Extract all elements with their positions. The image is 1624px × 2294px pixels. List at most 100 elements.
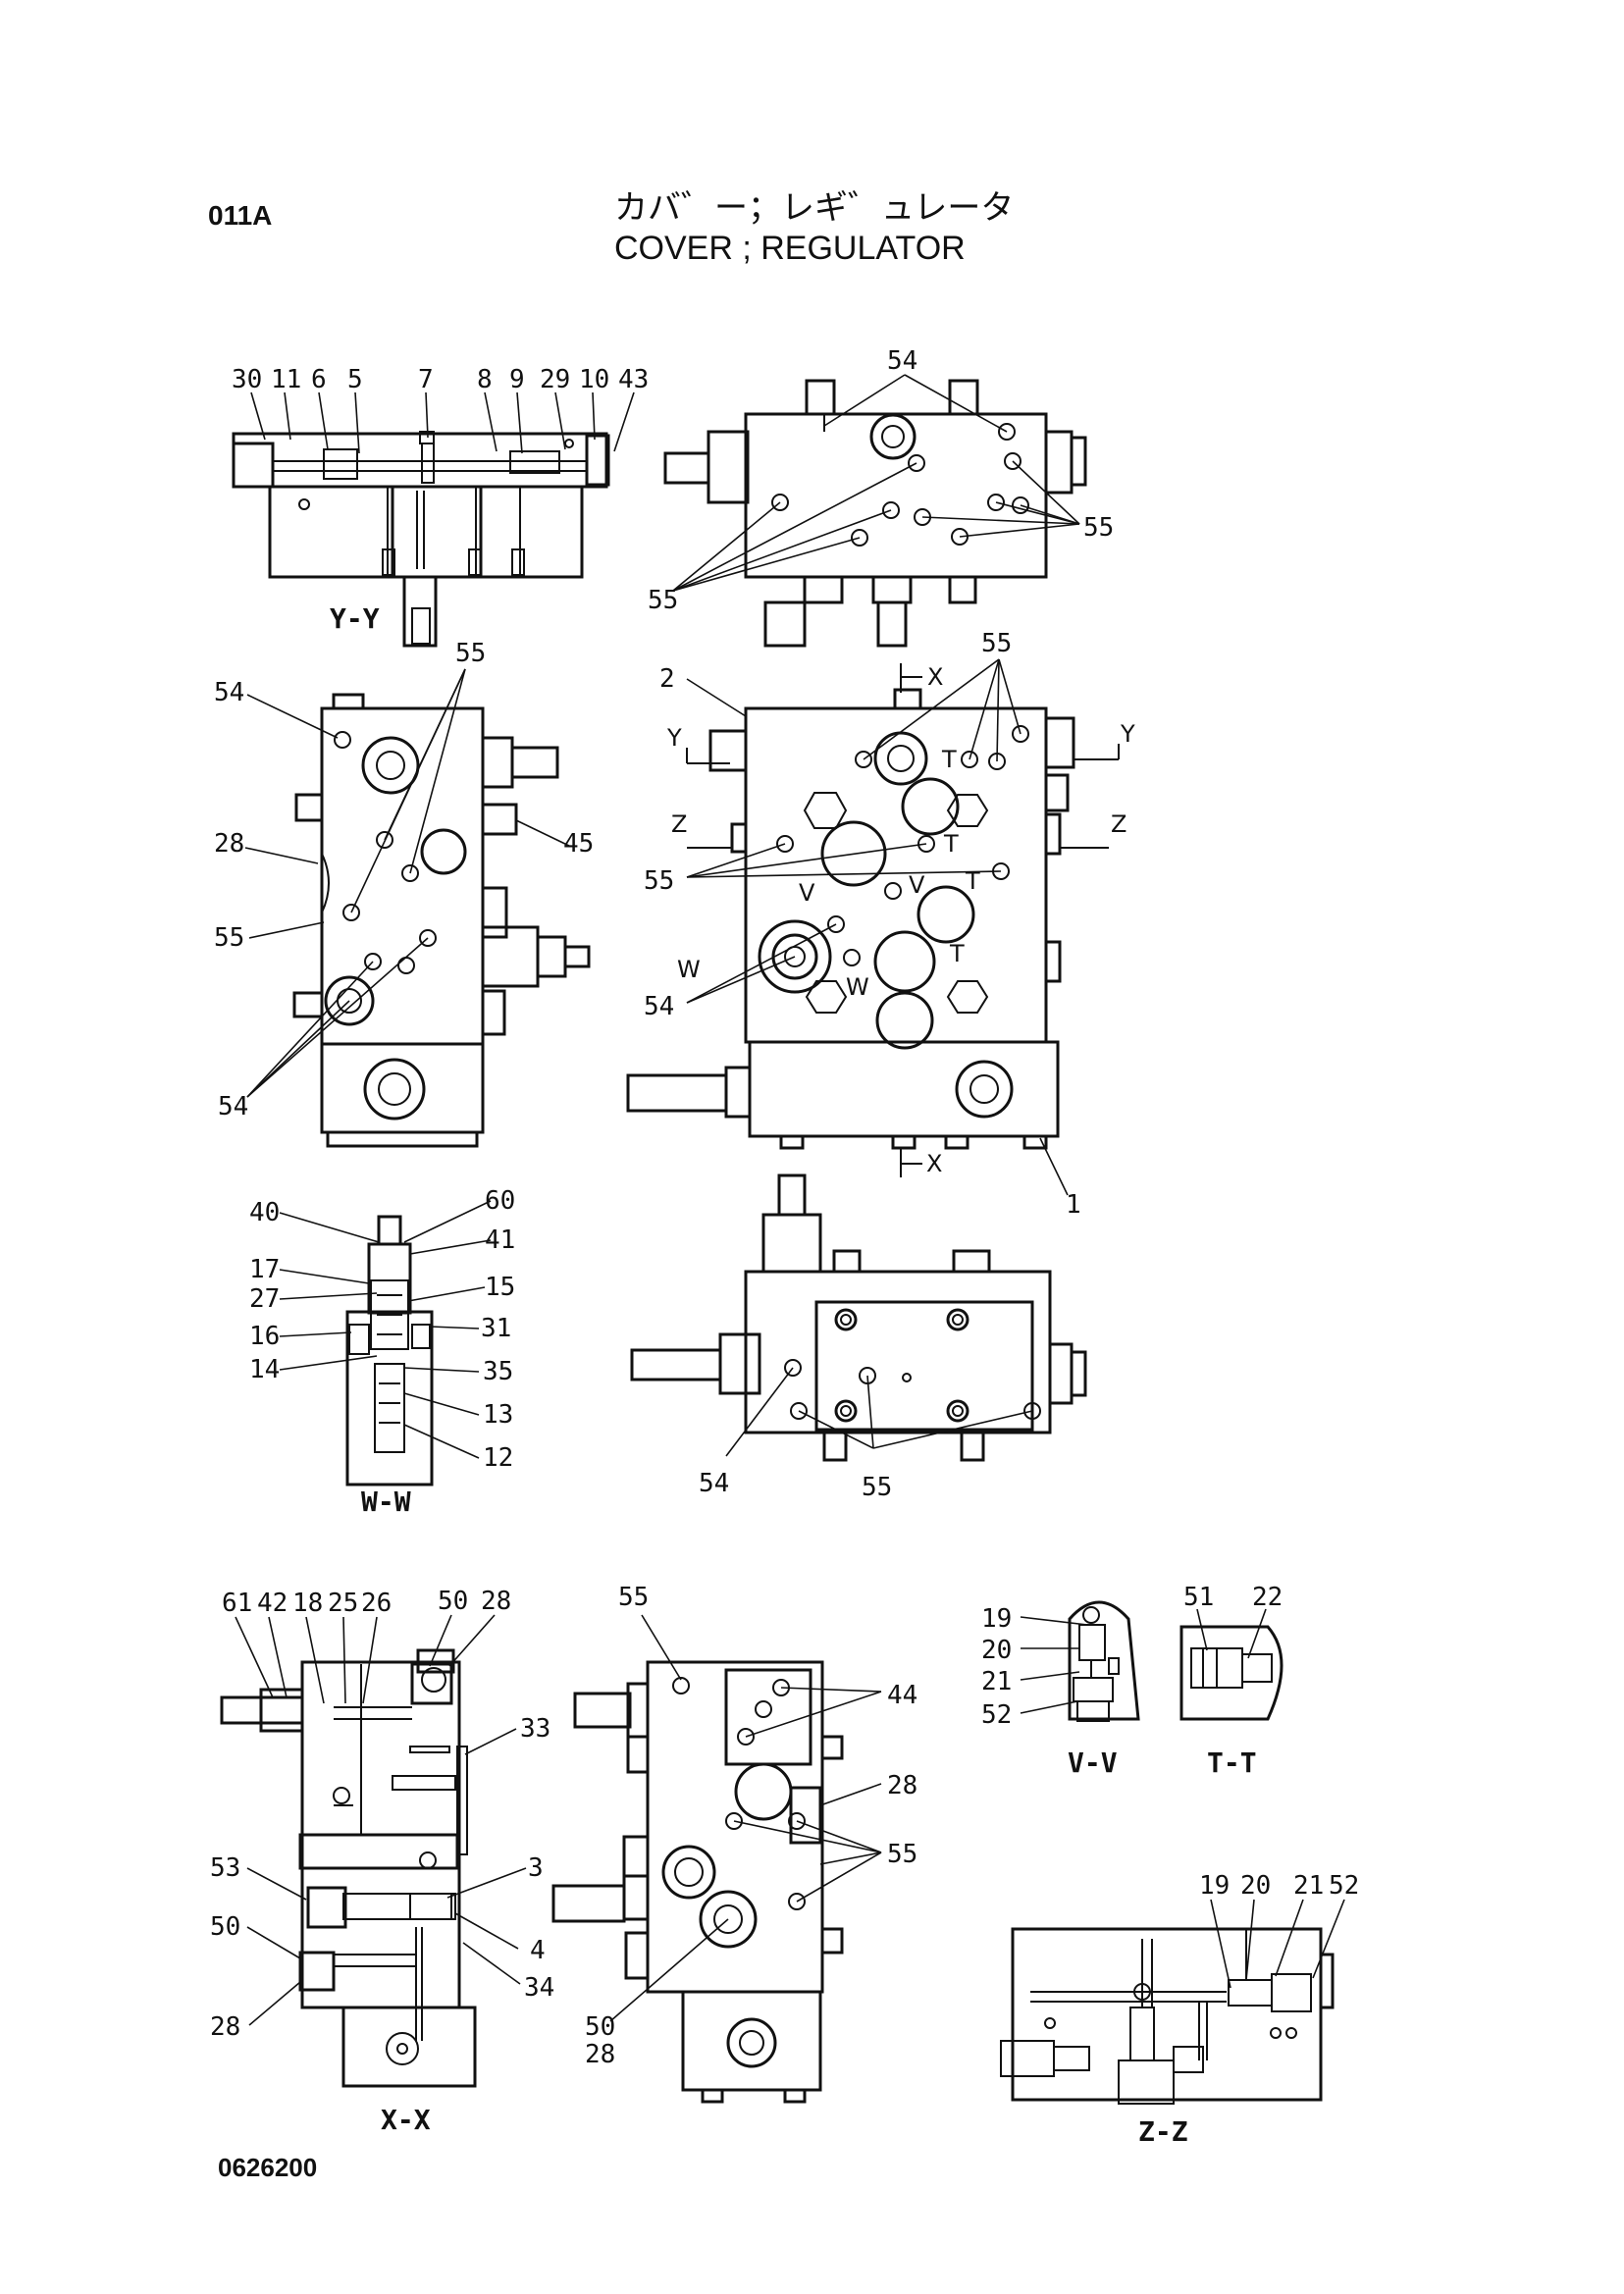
callout-number: 54 xyxy=(218,1092,248,1121)
callout-labels: 30 11 6 5 7 8 9 29 10 43 Y-Y 54 55 55 54… xyxy=(210,346,1359,2148)
view-top-exterior xyxy=(663,379,1087,648)
callout-number: 35 xyxy=(483,1357,513,1386)
callout-number: 43 xyxy=(618,365,649,394)
section-mark: V xyxy=(799,879,815,907)
callout-number: 55 xyxy=(862,1473,892,1502)
callout-number: 52 xyxy=(981,1700,1012,1730)
callout-number: 55 xyxy=(214,923,244,953)
view-x-x xyxy=(220,1648,477,2088)
callout-number: 21 xyxy=(981,1667,1012,1696)
title-japanese: カバ゛ー；レギ゛ュレータ xyxy=(614,189,1015,227)
callout-number: 45 xyxy=(563,829,594,859)
view-label-y-y: Y-Y xyxy=(330,602,380,635)
callout-number: 60 xyxy=(485,1186,515,1216)
callout-number: 11 xyxy=(271,365,301,394)
callout-number: 55 xyxy=(1083,513,1114,543)
callout-number: 54 xyxy=(699,1469,729,1498)
view-label-w-w: W-W xyxy=(361,1486,411,1518)
callout-number: 55 xyxy=(887,1840,917,1869)
callout-number: 55 xyxy=(981,629,1012,658)
view-bottom-side xyxy=(551,1660,844,2104)
view-label-z-z: Z-Z xyxy=(1138,2115,1188,2148)
section-mark: T xyxy=(965,867,980,895)
view-y-y xyxy=(232,431,610,648)
callout-number: 15 xyxy=(485,1273,515,1302)
drawing-number: 0626200 xyxy=(218,2153,318,2182)
section-mark: W xyxy=(846,973,869,1001)
callout-number: 55 xyxy=(648,586,678,615)
callout-number: 18 xyxy=(292,1589,323,1618)
callout-number: 54 xyxy=(644,992,674,1021)
callout-number: 6 xyxy=(311,365,327,394)
callout-number: 14 xyxy=(249,1355,280,1384)
callout-number: 52 xyxy=(1329,1871,1359,1901)
callout-number: 51 xyxy=(1183,1583,1214,1612)
callout-number: 16 xyxy=(249,1322,280,1351)
callout-number: 28 xyxy=(887,1771,917,1800)
callout-number: 4 xyxy=(530,1936,546,1965)
callout-number: 12 xyxy=(483,1443,513,1473)
callout-number: 5 xyxy=(347,365,363,394)
section-mark: W xyxy=(677,956,701,983)
view-v-v xyxy=(1068,1600,1140,1722)
section-mark: Y xyxy=(1120,720,1135,748)
callout-number: 41 xyxy=(485,1225,515,1255)
callout-number: 26 xyxy=(361,1589,392,1618)
callout-number: 20 xyxy=(981,1636,1012,1665)
view-left-side xyxy=(292,693,591,1148)
callout-number: 54 xyxy=(887,346,917,376)
callout-number: 34 xyxy=(524,1973,554,2003)
callout-number: 10 xyxy=(579,365,609,394)
callout-number: 33 xyxy=(520,1714,550,1744)
callout-number: 42 xyxy=(257,1589,288,1618)
callout-number: 9 xyxy=(509,365,525,394)
page-code: 011A xyxy=(208,200,273,231)
view-t-t xyxy=(1179,1625,1283,1721)
section-mark: X xyxy=(926,1150,942,1177)
callout-number: 25 xyxy=(328,1589,358,1618)
callout-number: 27 xyxy=(249,1284,280,1314)
callout-number: 31 xyxy=(481,1314,511,1343)
callout-number: 30 xyxy=(232,365,262,394)
section-mark: Y xyxy=(666,724,682,752)
callout-number: 28 xyxy=(481,1587,511,1616)
callout-number: 17 xyxy=(249,1255,280,1284)
view-label-v-v: V-V xyxy=(1068,1747,1118,1779)
callout-number: 61 xyxy=(222,1589,252,1618)
callout-number: 7 xyxy=(418,365,434,394)
section-mark: T xyxy=(943,830,959,858)
title-english: COVER ; REGULATOR xyxy=(614,230,966,267)
callout-number: 13 xyxy=(483,1400,513,1430)
callout-number: 19 xyxy=(1199,1871,1230,1901)
callout-number: 1 xyxy=(1066,1190,1081,1220)
callout-number: 55 xyxy=(618,1583,649,1612)
view-z-z xyxy=(1000,1927,1335,2105)
callout-number: 44 xyxy=(887,1681,917,1710)
section-mark: T xyxy=(941,746,957,773)
callout-number: 40 xyxy=(249,1198,280,1227)
section-mark: Z xyxy=(1111,810,1126,838)
callout-number: 50 xyxy=(210,1912,240,1942)
section-mark: Z xyxy=(671,810,687,838)
view-front: X Y Y Z Z T T T T V V W W X xyxy=(626,663,1135,1177)
callout-number: 21 xyxy=(1293,1871,1324,1901)
view-label-t-t: T-T xyxy=(1207,1747,1257,1779)
callout-number: 55 xyxy=(644,866,674,896)
callout-number: 8 xyxy=(477,365,493,394)
callout-number: 20 xyxy=(1240,1871,1271,1901)
callout-number: 50 xyxy=(438,1587,468,1616)
callout-number: 54 xyxy=(214,678,244,707)
section-mark: T xyxy=(949,940,965,967)
callout-number: 29 xyxy=(540,365,570,394)
section-mark: V xyxy=(909,871,925,899)
view-w-w xyxy=(345,1215,434,1486)
callout-number: 28 xyxy=(210,2012,240,2042)
callout-number: 3 xyxy=(528,1853,544,1883)
section-mark: X xyxy=(927,663,943,691)
callout-number: 28 xyxy=(214,829,244,859)
callout-number: 28 xyxy=(585,2040,615,2069)
callout-number: 55 xyxy=(455,639,486,668)
callout-number: 19 xyxy=(981,1604,1012,1634)
callout-number: 2 xyxy=(659,664,675,694)
